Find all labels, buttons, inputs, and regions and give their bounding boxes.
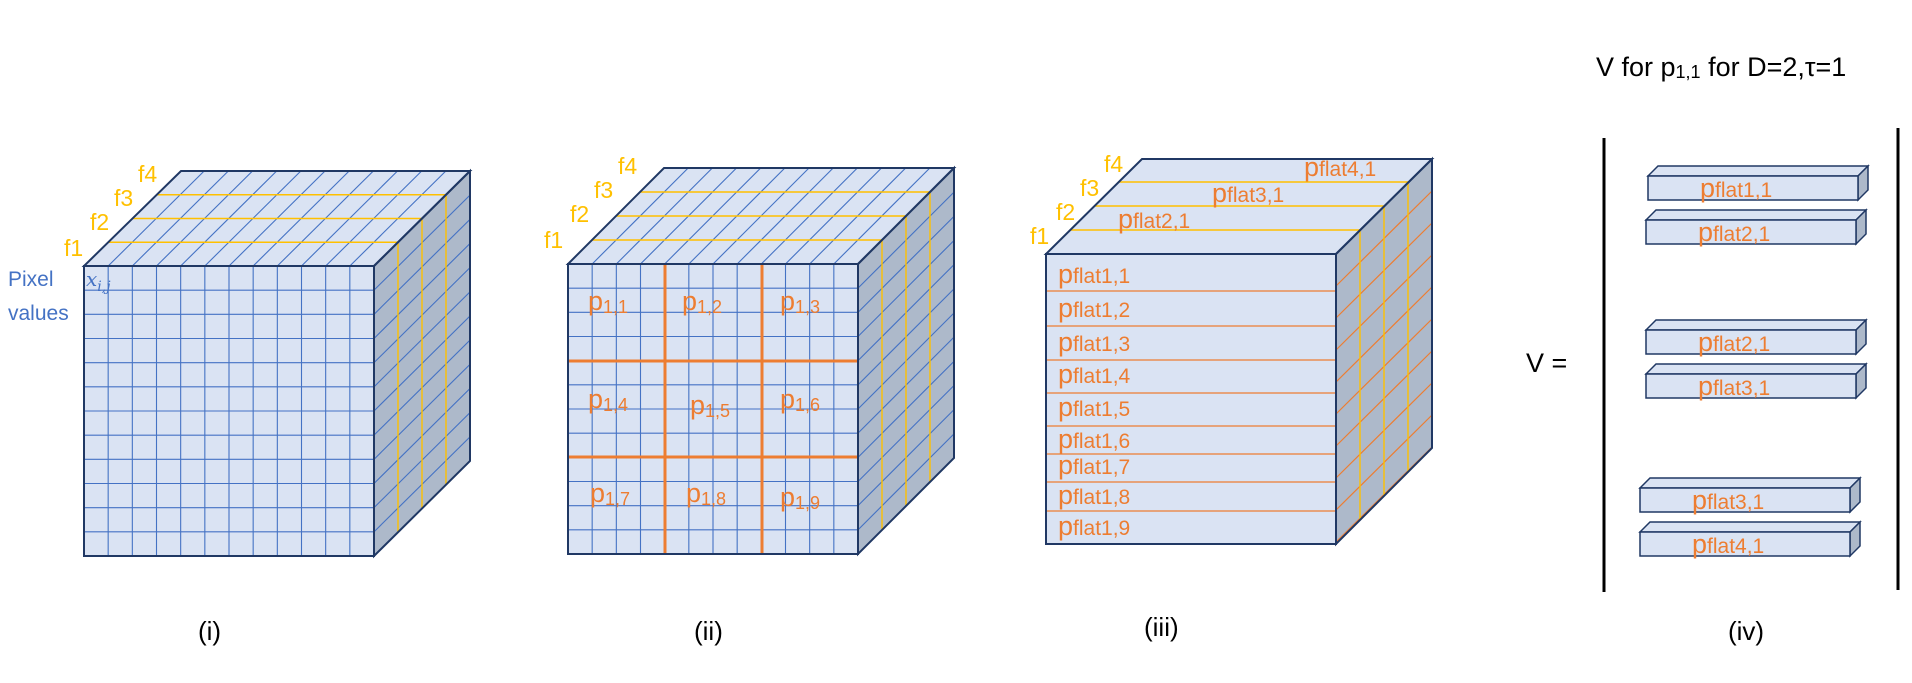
- patch-label: p1,6: [780, 384, 820, 415]
- v-title: V for p1,1 for D=2,τ=1: [1596, 52, 1846, 82]
- flat-row-label: pflat1,7: [1058, 450, 1130, 480]
- v-row-bar: pflat2,1: [1644, 208, 1868, 247]
- frame-label-f3-i: f3: [114, 185, 133, 211]
- panel-label-iii: (iii): [1144, 612, 1179, 642]
- patch-label: p1,2: [682, 286, 722, 317]
- frame-label-f4-iii: f4: [1104, 151, 1123, 177]
- v-row-label: pflat4,1: [1692, 529, 1764, 559]
- v-row-label: pflat1,1: [1700, 173, 1772, 203]
- patch-dividers: [568, 264, 858, 554]
- frame-label-f3-ii: f3: [594, 177, 613, 203]
- patch-labels: p1,1 p1,2 p1,3 p1,4 p1,5 p1,6 p1,7 p1,8 p1,9: [588, 286, 820, 513]
- frame-label-f2-ii: f2: [570, 201, 589, 227]
- cube-iii-side-lines: [1335, 182, 1433, 543]
- patch-label: p1,5: [690, 390, 730, 421]
- panel-label-i: (i): [198, 616, 221, 646]
- cube-iii: [1043, 156, 1435, 547]
- flat-row-label: pflat1,9: [1058, 511, 1130, 541]
- flat-row-label: pflat1,6: [1058, 424, 1130, 454]
- flat-row-label: pflat1,3: [1058, 327, 1130, 357]
- patch-label: p1,1: [588, 286, 628, 317]
- cube-i-frame-lines: [108, 194, 447, 533]
- flat-row-label: pflat1,4: [1058, 359, 1131, 389]
- panel-label-ii: (ii): [694, 616, 723, 646]
- v-row-label: pflat2,1: [1698, 217, 1770, 247]
- frame-label-f1-iii: f1: [1030, 223, 1049, 249]
- cube-iii-top-lines: [1070, 181, 1408, 231]
- v-row-bar: pflat1,1: [1646, 164, 1870, 203]
- patch-label: p1,9: [780, 482, 820, 513]
- frame-label-f2-i: f2: [90, 209, 109, 235]
- patch-label: p1,8: [686, 478, 726, 509]
- flat-row-label: pflat1,1: [1058, 259, 1130, 289]
- frame-label-f4-i: f4: [138, 161, 157, 187]
- v-matrix-rows: pflat1,1 pflat2,1 pflat2,1 pflat3,1 pflat3,1…: [1638, 164, 1870, 559]
- frame-label-f2-iii: f2: [1056, 199, 1075, 225]
- cube-iii-row-lines: [1046, 290, 1336, 512]
- patch-label: p1,7: [590, 478, 630, 509]
- cube-iii-front: [1046, 254, 1336, 544]
- pixel-symbol: xi,j: [86, 267, 111, 295]
- frame-label-f4-ii: f4: [618, 153, 637, 179]
- flat-row-label: pflat1,5: [1058, 392, 1130, 422]
- v-row-bar: pflat4,1: [1638, 520, 1862, 559]
- frame-label-f3-iii: f3: [1080, 175, 1099, 201]
- v-equals: V =: [1526, 348, 1567, 378]
- v-row-bar: pflat2,1: [1644, 318, 1868, 357]
- cube-ii: [565, 165, 957, 557]
- cube-i: [81, 168, 473, 559]
- patch-label: p1,4: [588, 384, 628, 415]
- v-row-label: pflat2,1: [1698, 327, 1770, 357]
- patch-label: p1,3: [780, 286, 820, 317]
- pixel-values-label-line2: values: [8, 302, 69, 325]
- frame-label-f1-i: f1: [64, 235, 83, 261]
- cube-ii-frame-lines: [592, 191, 931, 530]
- v-row-label: pflat3,1: [1692, 485, 1764, 515]
- v-row-bar: pflat3,1: [1644, 362, 1868, 401]
- pixel-values-label-line1: Pixel: [8, 268, 54, 291]
- flat-row-label: pflat1,8: [1058, 480, 1130, 510]
- panel-label-iv: (iv): [1728, 616, 1764, 646]
- flat-row-label: pflat1,2: [1058, 293, 1130, 323]
- v-row-bar: pflat3,1: [1638, 476, 1862, 515]
- flat-top-label: pflat4,1: [1304, 152, 1376, 182]
- flat-top-label: pflat2,1: [1118, 204, 1190, 234]
- flat-top-label: pflat3,1: [1212, 178, 1284, 208]
- frame-label-f1-ii: f1: [544, 227, 563, 253]
- flat-row-labels: pflat1,1 pflat1,2 pflat1,3pflat1,4pflat1,5…: [1058, 259, 1131, 541]
- flat-top-labels: pflat2,1 pflat3,1 pflat4,1: [1118, 152, 1376, 234]
- v-row-label: pflat3,1: [1698, 371, 1770, 401]
